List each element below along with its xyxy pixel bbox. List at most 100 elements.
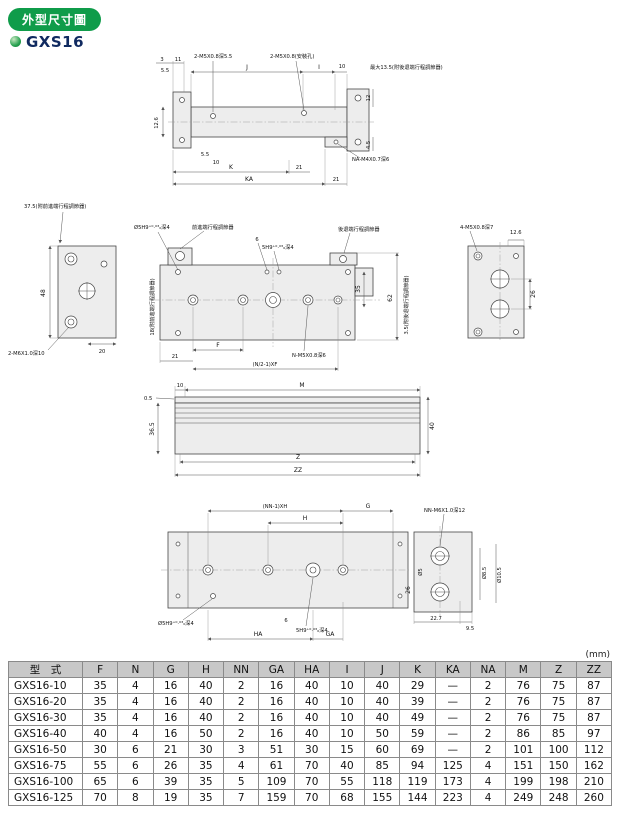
thread-note-1: 2-M5X0.8深5.5 — [194, 52, 232, 60]
dim-label-I: I — [318, 64, 320, 71]
dim-label-9-5: 9.5 — [466, 626, 474, 632]
value-cell: 30 — [293, 741, 330, 758]
pin-tolerance-note: 5H9⁺⁰·⁰³₀深4 — [262, 243, 294, 251]
value-cell: 40 — [187, 709, 225, 726]
dim-label-10-rail: 10 — [177, 383, 184, 389]
value-cell: 16 — [258, 709, 295, 726]
dim-label-12-6: 12.6 — [154, 117, 160, 129]
value-cell: 249 — [505, 789, 542, 806]
value-cell: 4 — [469, 757, 507, 774]
value-cell: 16 — [152, 709, 189, 726]
value-cell: 100 — [540, 741, 577, 758]
value-cell: 2 — [223, 725, 260, 742]
value-cell: 49 — [399, 709, 436, 726]
table-header-cell: HA — [293, 661, 330, 678]
na-thread-hole — [333, 139, 339, 145]
dim-label-M: M — [299, 382, 304, 389]
value-cell: 16 — [258, 725, 295, 742]
value-cell: 10 — [328, 677, 366, 694]
dim-label-3: 3 — [160, 57, 163, 63]
dim-label-11: 11 — [175, 57, 182, 63]
value-cell: 6 — [117, 741, 154, 758]
value-cell: 30 — [81, 741, 119, 758]
value-cell: 69 — [399, 741, 436, 758]
dim-label-5-5-bottom: 5.5 — [201, 152, 209, 158]
dia-label-5: Ø5 — [417, 568, 424, 575]
thread-note-2: 2-M5X0.8(安裝孔) — [270, 52, 314, 60]
note-18: 18(附前進端行程調節器) — [148, 278, 156, 335]
dim-label-12: 12 — [366, 95, 372, 102]
note-3-5: 3.5(附後退端行程調節器) — [402, 276, 410, 335]
table-header-cell: J — [364, 661, 401, 678]
value-cell: 10 — [328, 693, 366, 710]
value-cell: 70 — [293, 789, 330, 806]
value-cell: 16 — [152, 693, 189, 710]
value-cell: 223 — [434, 789, 471, 806]
value-cell: 70 — [81, 789, 119, 806]
value-cell: 2 — [469, 725, 507, 742]
value-cell: 112 — [575, 741, 613, 758]
table-header-cell: GA — [258, 661, 295, 678]
value-cell: 4 — [223, 757, 260, 774]
model-cell: GXS16-40 — [8, 725, 83, 742]
value-cell: — — [434, 677, 471, 694]
value-cell: 97 — [575, 725, 613, 742]
value-cell: 4 — [469, 773, 507, 790]
section-badge: 外型尺寸圖 — [8, 8, 102, 31]
value-cell: 59 — [399, 725, 436, 742]
dim-label-H: H — [303, 515, 308, 522]
front-adjuster-screw — [175, 251, 185, 261]
dim-label-pitch: (N/2-1)XF — [253, 362, 278, 368]
value-cell: 7 — [223, 789, 260, 806]
value-cell: 2 — [469, 709, 507, 726]
value-cell: 150 — [540, 757, 577, 774]
table-header-cell: I — [328, 661, 366, 678]
value-cell: 70 — [293, 757, 330, 774]
dim-label-5-5-top: 5.5 — [161, 68, 169, 74]
value-cell: 173 — [434, 773, 471, 790]
table-header-cell: N — [117, 661, 154, 678]
value-cell: 40 — [187, 677, 225, 694]
dim-label-62: 62 — [387, 294, 394, 302]
value-cell: 101 — [505, 741, 542, 758]
dim-label-4-5: 4.5 — [366, 141, 372, 149]
value-cell: 39 — [152, 773, 189, 790]
table-header-cell: F — [81, 661, 119, 678]
drawing-rail-plan-view: (NN-1)XH G H NN-M6X1.0深12 Ø5 26 Ø8.5 Ø10… — [158, 503, 503, 641]
value-cell: 4 — [469, 789, 507, 806]
value-cell: 68 — [328, 789, 366, 806]
value-cell: 155 — [364, 789, 401, 806]
dim-label-21-k: 21 — [296, 165, 303, 171]
dim-label-G: G — [366, 503, 371, 510]
value-cell: 198 — [540, 773, 577, 790]
table-header-cell: NA — [469, 661, 507, 678]
dim-label-21-ka: 21 — [333, 177, 340, 183]
value-cell: 87 — [575, 709, 613, 726]
value-cell: 70 — [293, 773, 330, 790]
value-cell: 60 — [364, 741, 401, 758]
dim-label-20: 20 — [99, 349, 106, 355]
model-cell: GXS16-20 — [8, 693, 83, 710]
value-cell: — — [434, 709, 471, 726]
value-cell: 4 — [117, 709, 154, 726]
rear-adjuster-screw — [339, 255, 347, 263]
hole-tolerance-note: Ø5H9⁺⁰·⁰³₀深4 — [134, 223, 170, 231]
value-cell: 87 — [575, 677, 613, 694]
value-cell: 26 — [152, 757, 189, 774]
page-title: GXS16 — [26, 32, 85, 51]
value-cell: 2 — [223, 693, 260, 710]
value-cell: 75 — [540, 693, 577, 710]
dia-label-8-5: Ø8.5 — [481, 567, 488, 579]
note-max-stroke: 最大13.5(附後退端行程調節器) — [370, 63, 443, 71]
value-cell: 210 — [575, 773, 613, 790]
value-cell: 10 — [328, 725, 366, 742]
value-cell: 55 — [81, 757, 119, 774]
value-cell: 40 — [293, 693, 330, 710]
model-cell: GXS16-30 — [8, 709, 83, 726]
table-header-cell: NN — [223, 661, 260, 678]
